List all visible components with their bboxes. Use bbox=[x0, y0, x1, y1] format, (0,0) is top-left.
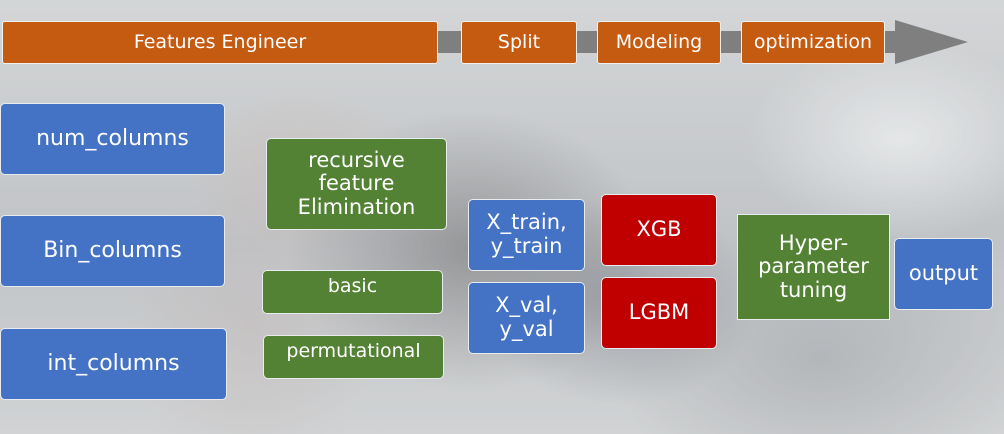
split-train-set: X_train, y_train bbox=[468, 199, 585, 271]
model-xgb: XGB bbox=[601, 194, 717, 266]
node-label: int_columns bbox=[47, 350, 180, 376]
stage-features-engineer: Features Engineer bbox=[2, 21, 438, 64]
node-label: X_val, y_val bbox=[495, 293, 558, 341]
method-recursive-feature-elimination: recursive feature Elimination bbox=[266, 138, 447, 230]
method-permutational: permutational bbox=[263, 335, 444, 379]
stage-label: optimization bbox=[753, 30, 873, 53]
node-label: LGBM bbox=[628, 300, 690, 325]
stage-label: Modeling bbox=[615, 30, 703, 53]
node-label: output bbox=[908, 261, 979, 286]
node-label: recursive feature Elimination bbox=[297, 147, 416, 219]
stage-label: Features Engineer bbox=[133, 30, 307, 53]
input-int-columns: int_columns bbox=[0, 328, 227, 400]
stage-label: Split bbox=[497, 30, 541, 53]
node-label: Hyper-parameter tuning bbox=[758, 230, 869, 302]
input-num-columns: num_columns bbox=[0, 103, 225, 175]
node-label: num_columns bbox=[36, 125, 189, 151]
output-node: output bbox=[894, 238, 993, 310]
node-label: permutational bbox=[286, 340, 421, 362]
node-label: X_train, y_train bbox=[486, 210, 567, 258]
split-validation-set: X_val, y_val bbox=[468, 282, 585, 354]
input-bin-columns: Bin_columns bbox=[0, 215, 225, 287]
node-label: XGB bbox=[636, 217, 682, 242]
stage-modeling: Modeling bbox=[597, 21, 721, 64]
hyperparameter-tuning: Hyper-parameter tuning bbox=[737, 214, 890, 320]
model-lgbm: LGBM bbox=[601, 277, 717, 349]
stage-optimization: optimization bbox=[741, 21, 885, 64]
node-label: basic bbox=[327, 275, 378, 297]
node-label: Bin_columns bbox=[43, 237, 182, 263]
stage-split: Split bbox=[461, 21, 577, 64]
method-basic: basic bbox=[262, 270, 443, 314]
